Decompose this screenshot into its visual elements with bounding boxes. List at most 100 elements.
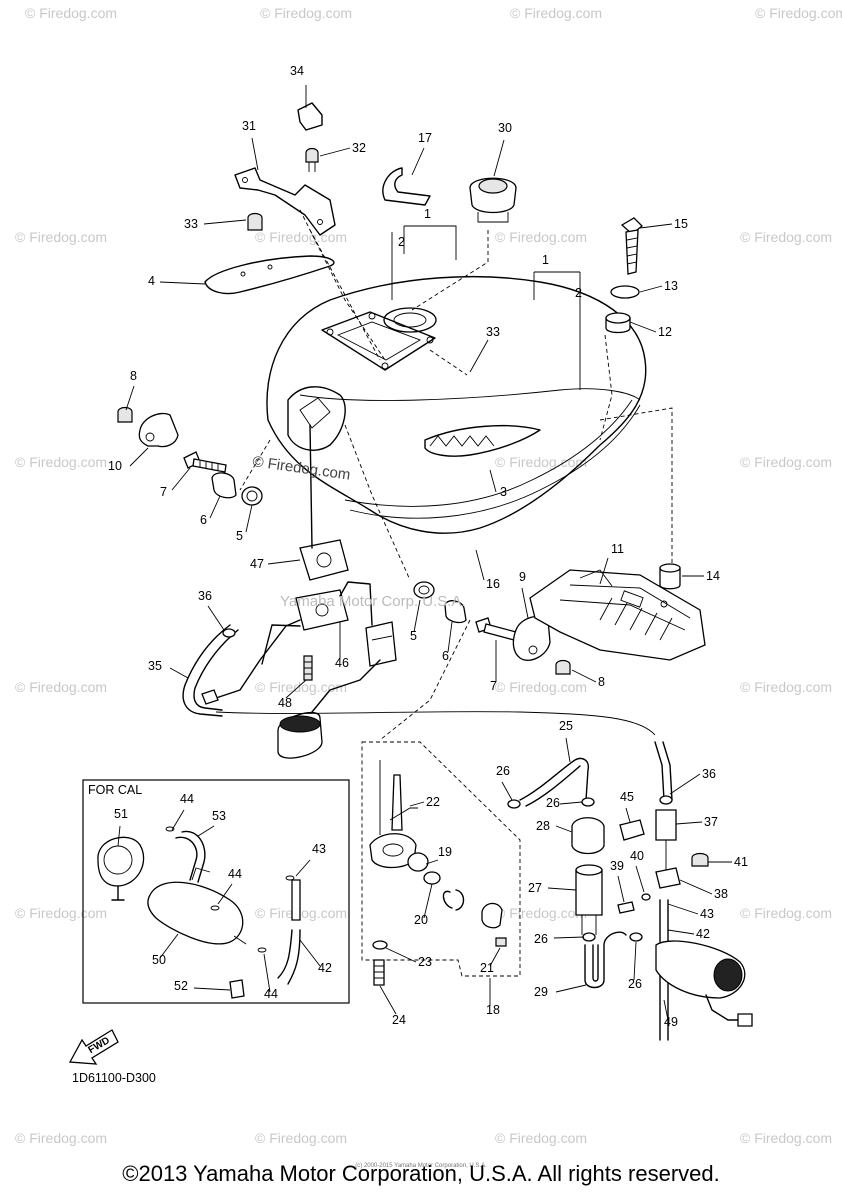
callout-leader: [411, 147, 425, 176]
callout-number: 30: [498, 121, 512, 135]
center-watermark: © Firedog.com: [251, 453, 351, 484]
petcock-assembly: [361, 741, 521, 986]
left-mount-parts: [117, 406, 263, 506]
fuel-tank: [266, 275, 647, 534]
callout-number: 22: [426, 795, 440, 809]
callout-leader: [295, 859, 311, 877]
watermark-text: © Firedog.com: [495, 1130, 587, 1146]
callout-leader: [547, 887, 577, 891]
reference-lines: [239, 209, 673, 581]
watermark-text: © Firedog.com: [15, 229, 107, 245]
watermark-text: © Firedog.com: [25, 5, 117, 21]
sender-assembly: [182, 424, 397, 759]
side-cover: [204, 255, 335, 295]
callout-number: 52: [174, 979, 188, 993]
callout-leader: [447, 621, 453, 653]
callout-number: 14: [706, 569, 720, 583]
watermark-text: © Firedog.com: [15, 1130, 107, 1146]
watermark-text: © Firedog.com: [15, 905, 107, 921]
ribbed-cover: [529, 569, 706, 661]
callout-leader: [571, 669, 597, 683]
callout-leader: [667, 929, 695, 935]
callout-leader: [617, 875, 625, 903]
callout-leader: [267, 559, 301, 565]
diagram-code: 1D61100-D300: [72, 1071, 156, 1085]
callout-number: 17: [418, 131, 432, 145]
callout-number: 10: [108, 459, 122, 473]
callout-number: 43: [700, 907, 714, 921]
callout-leader: [217, 883, 233, 905]
callout-number: 6: [442, 649, 449, 663]
bracket-line-1: [403, 225, 457, 260]
callout-leader: [559, 801, 583, 805]
callout-number: 26: [534, 932, 548, 946]
strap: [382, 167, 431, 206]
callout-number: 37: [704, 815, 718, 829]
callout-leader: [635, 865, 645, 893]
callout-number: 53: [212, 809, 226, 823]
callout-number: 2: [575, 286, 582, 300]
watermark-text: © Firedog.com: [495, 454, 587, 470]
watermark-text: © Firedog.com: [15, 454, 107, 470]
callout-leader: [489, 469, 497, 493]
callout-leader: [171, 809, 185, 831]
callout-number: 44: [180, 792, 194, 806]
watermark-text: © Firedog.com: [740, 454, 832, 470]
callout-leader: [475, 549, 485, 581]
callout-leader: [625, 807, 631, 823]
fwd-arrow: FWD: [68, 1029, 119, 1065]
callout-number: 20: [414, 913, 428, 927]
callout-number: 48: [278, 696, 292, 710]
callout-leader: [245, 504, 253, 533]
callout-number: 1: [542, 253, 549, 267]
watermark-text: © Firedog.com: [740, 229, 832, 245]
callout-leader: [159, 281, 206, 285]
callout-leader: [565, 737, 571, 763]
callout-leader: [555, 825, 573, 833]
callout-leader: [299, 939, 321, 967]
watermark-text: © Firedog.com: [495, 679, 587, 695]
callout-number: 43: [312, 842, 326, 856]
callout-leader: [285, 679, 307, 699]
callout-leader: [633, 941, 637, 981]
callout-leader: [521, 587, 529, 619]
callout-leader: [413, 599, 421, 633]
callout-number: 44: [228, 867, 242, 881]
callout-number: 13: [664, 279, 678, 293]
callout-number: 8: [130, 369, 137, 383]
callout-number: 4: [148, 274, 155, 288]
callout-leader: [469, 339, 489, 373]
callout-leader: [667, 903, 699, 915]
callout-leader: [555, 984, 587, 993]
callout-number: 3: [500, 485, 507, 499]
callout-leader: [129, 447, 149, 467]
callout-number: 44: [264, 987, 278, 1001]
callout-leader: [117, 825, 121, 847]
watermark-text: © Firedog.com: [755, 5, 842, 21]
bracket-line-3: [533, 271, 581, 390]
callout-number: 39: [610, 859, 624, 873]
callout-leader: [669, 773, 701, 795]
callout-number: 26: [496, 764, 510, 778]
callout-number: 21: [480, 961, 494, 975]
callout-number: 42: [696, 927, 710, 941]
callout-leader: [251, 137, 259, 171]
callout-number: 2: [398, 235, 405, 249]
watermark-text: © Firedog.com: [495, 905, 587, 921]
callout-number: 34: [290, 64, 304, 78]
callout-number: 47: [250, 557, 264, 571]
callout-number: 33: [184, 217, 198, 231]
callout-number: 24: [392, 1013, 406, 1027]
callout-leader: [423, 883, 433, 919]
callout-leader: [263, 953, 271, 993]
callout-leader: [679, 879, 713, 895]
watermark-layer: © Firedog.com © Firedog.com © Firedog.com ©…: [15, 5, 842, 1146]
fuel-cap: [469, 177, 517, 223]
callout-leader: [197, 825, 215, 837]
callout-number: 5: [236, 529, 243, 543]
callout-leader: [385, 947, 417, 963]
callout-leader: [159, 933, 179, 959]
callout-number: 16: [486, 577, 500, 591]
callout-number: 26: [546, 796, 560, 810]
